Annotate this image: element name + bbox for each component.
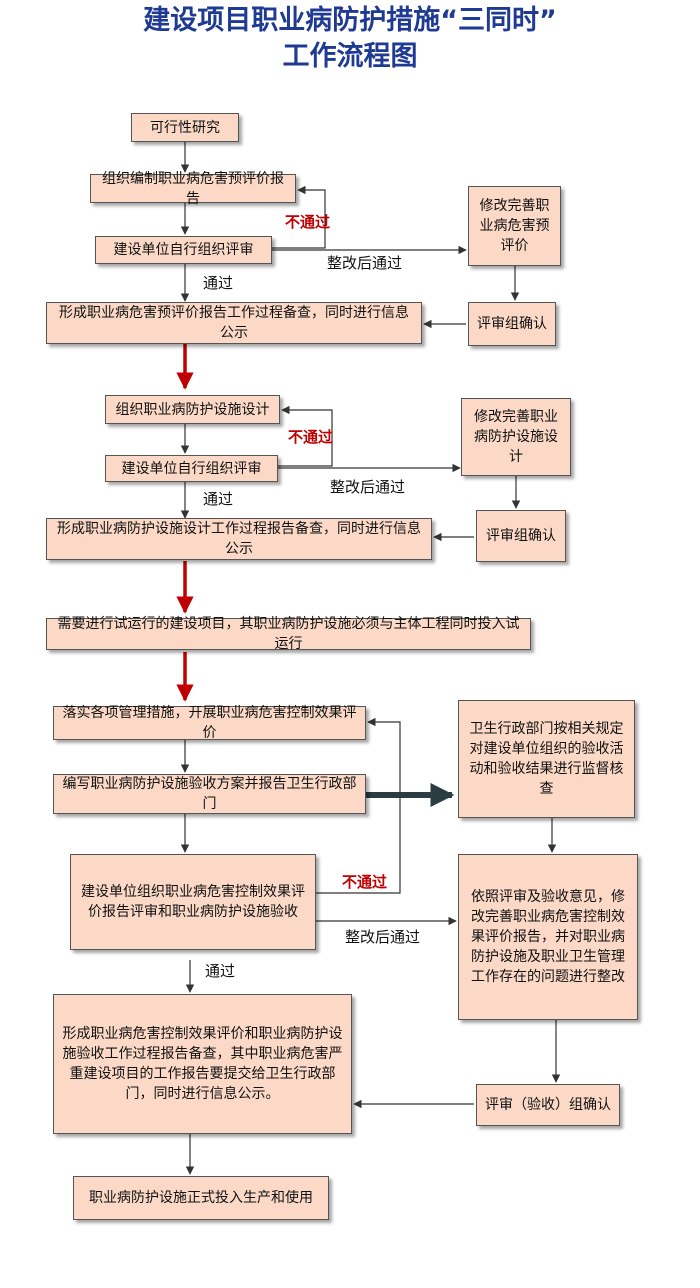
label-fail-2: 不通过: [288, 428, 334, 446]
box-revise-design: 修改完善职业病防护设施设计: [461, 398, 571, 476]
box-record-3: 形成职业病危害控制效果评价和职业病防护设施验收工作过程报告备查，其中职业病危害严…: [53, 994, 352, 1134]
label-rectify-pass-3: 整改后通过: [345, 928, 421, 946]
box-measures: 落实各项管理措施，开展职业病危害控制效果评价: [53, 705, 366, 741]
box-panel-confirm-3: 评审（验收）组确认: [476, 1084, 620, 1126]
box-self-review-2: 建设单位自行组织评审: [105, 455, 278, 482]
page-title-line1: 建设项目职业病防护措施“三同时”: [143, 5, 557, 36]
box-record-1: 形成职业病危害预评价报告工作过程备查，同时进行信息公示: [46, 302, 422, 344]
box-record-2: 形成职业病防护设施设计工作过程报告备查，同时进行信息公示: [46, 518, 432, 560]
box-rectify: 依照评审及验收意见，修改完善职业病危害控制效果评价报告，并对职业病防护设施及职业…: [458, 854, 638, 1020]
label-rectify-pass-2: 整改后通过: [330, 478, 406, 496]
box-compile-pre-eval: 组织编制职业病危害预评价报告: [90, 171, 296, 207]
box-supervision: 卫生行政部门按相关规定对建设单位组织的验收活动和验收结果进行监督核查: [458, 700, 635, 818]
arrow-fail-loop-1: [272, 185, 326, 249]
label-fail-3: 不通过: [342, 873, 388, 891]
label-rectify-pass-1: 整改后通过: [327, 254, 403, 272]
label-pass-2: 通过: [203, 490, 234, 508]
label-pass-3: 通过: [205, 962, 236, 980]
label-pass-1: 通过: [203, 274, 234, 292]
box-panel-confirm-2: 评审组确认: [476, 510, 566, 562]
box-review-acceptance: 建设单位组织职业病危害控制效果评价报告评审和职业病防护设施验收: [70, 854, 316, 950]
page-title-line2: 工作流程图: [282, 41, 418, 72]
arrow-fail-loop-3: [316, 717, 401, 894]
box-panel-confirm-1: 评审组确认: [468, 302, 556, 346]
arrow-fail-loop-2: [278, 405, 333, 467]
box-acceptance-plan: 编写职业病防护设施验收方案并报告卫生行政部门: [53, 774, 366, 814]
box-trial-run: 需要进行试运行的建设项目，其职业病防护设施必须与主体工程同时投入试运行: [46, 616, 531, 652]
box-final: 职业病防护设施正式投入生产和使用: [73, 1176, 329, 1220]
box-design: 组织职业病防护设施设计: [105, 395, 280, 424]
box-self-review-1: 建设单位自行组织评审: [95, 236, 272, 264]
box-feasibility: 可行性研究: [131, 113, 239, 142]
box-revise-pre-eval: 修改完善职业病危害预评价: [468, 186, 561, 266]
label-fail-1: 不通过: [285, 213, 331, 231]
